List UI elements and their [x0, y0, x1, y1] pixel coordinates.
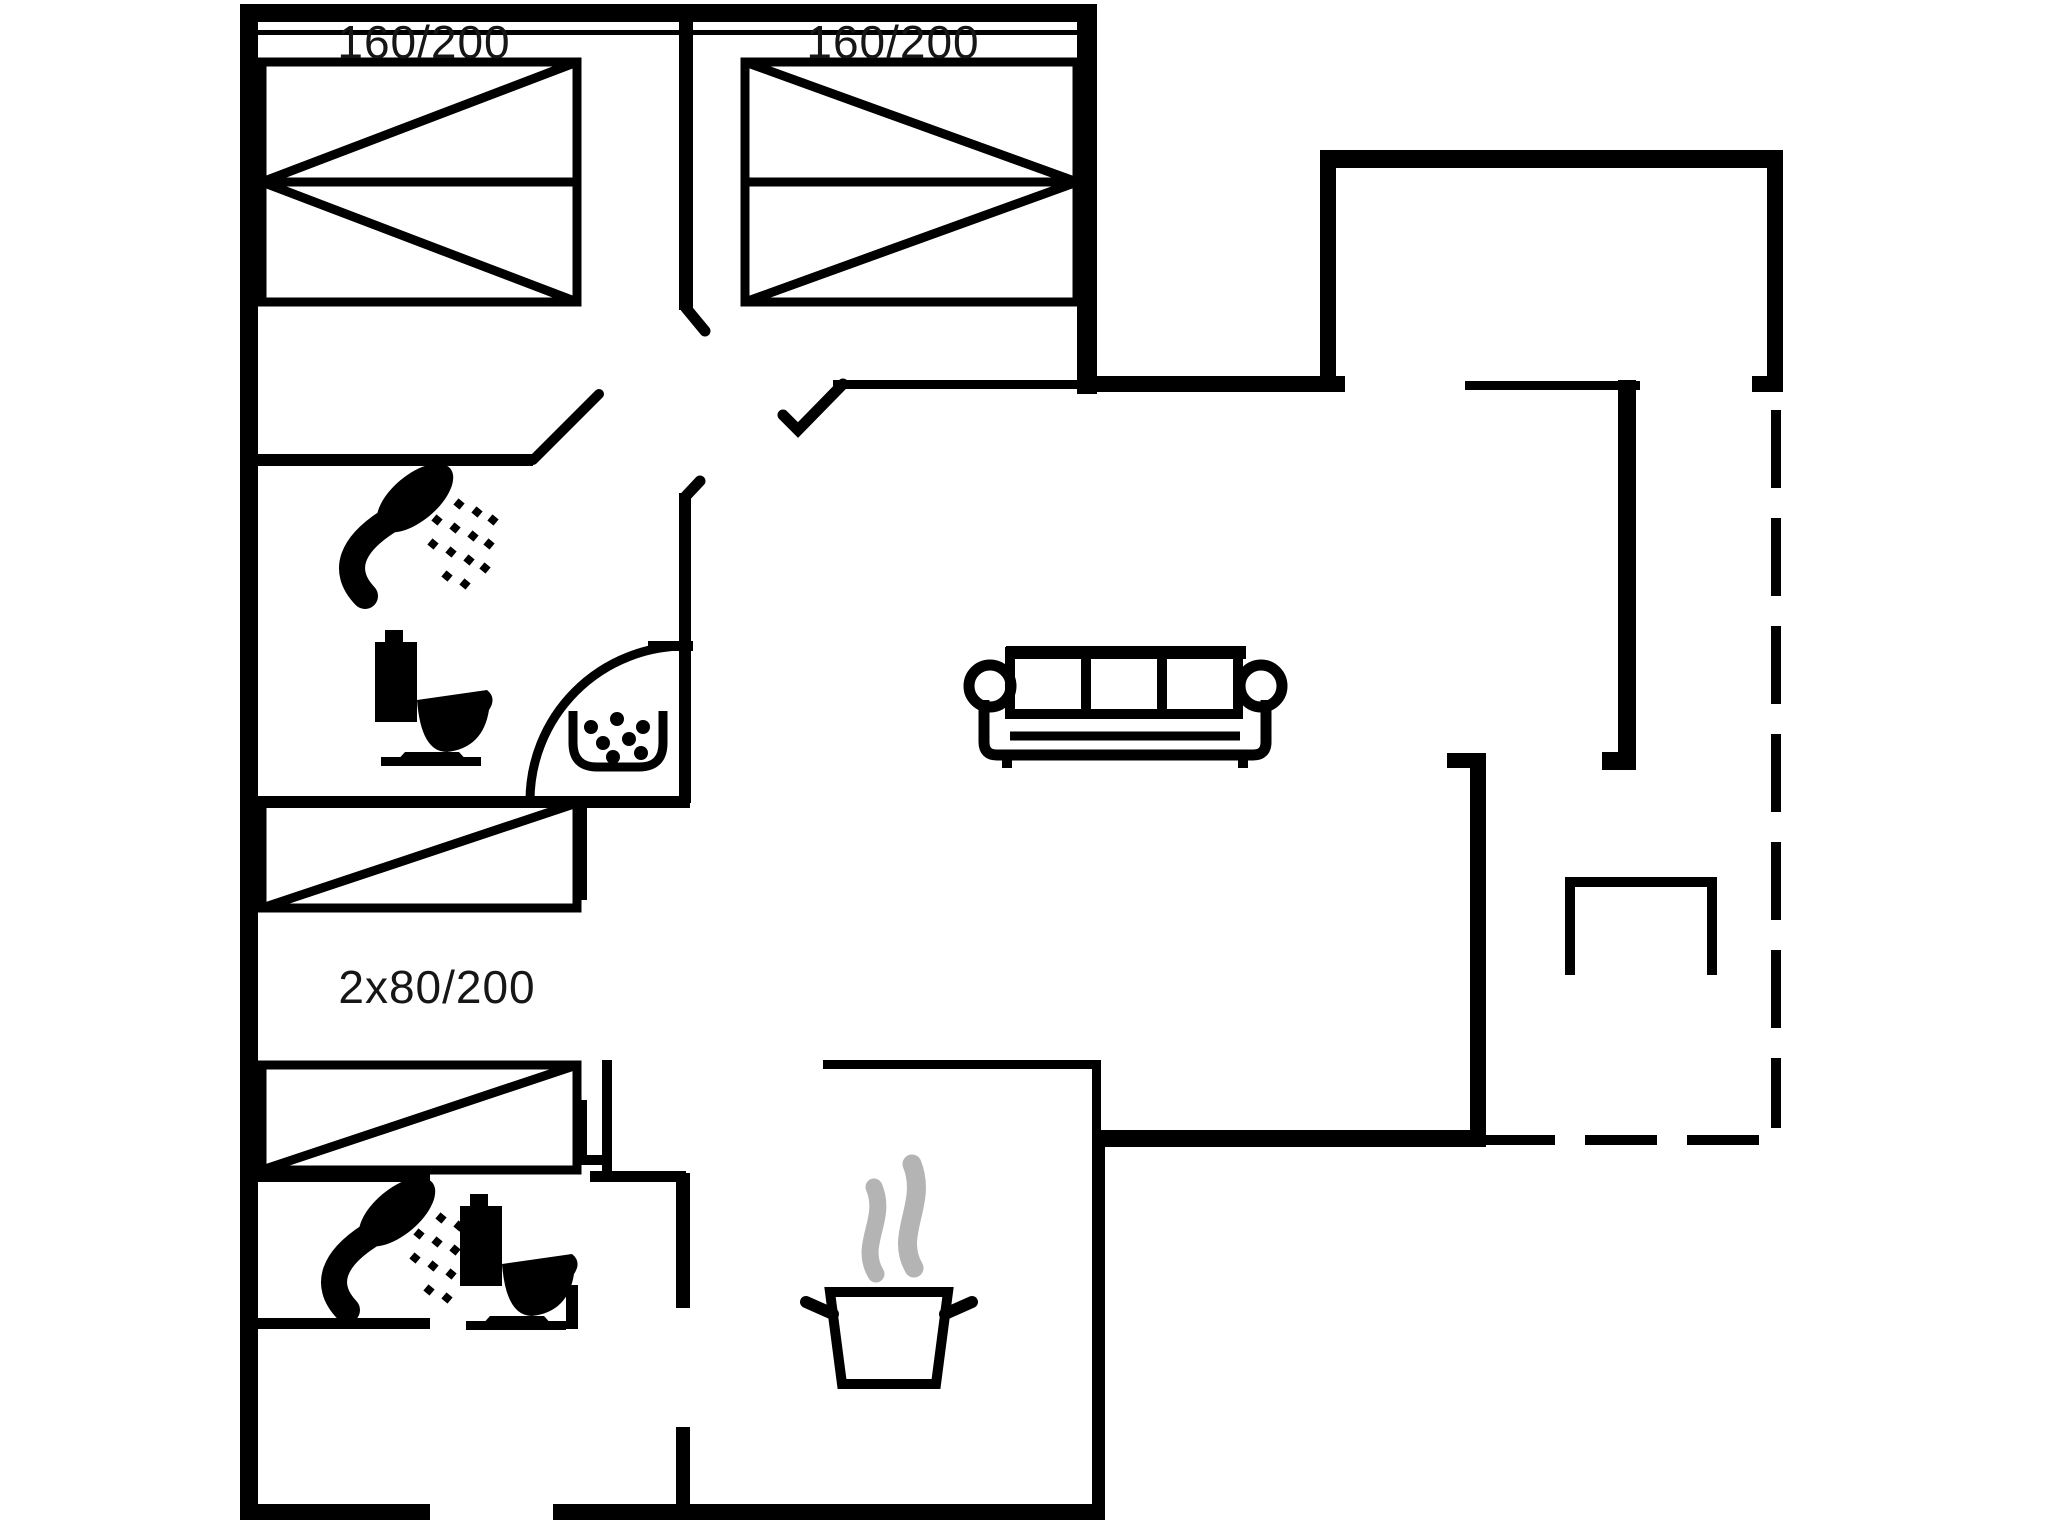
- wall-step-vert: [577, 1100, 587, 1160]
- wall-bedroom3-bottom-left: [258, 1171, 430, 1182]
- wall-wing-left: [1320, 150, 1336, 392]
- wall-interior-east: [1618, 380, 1636, 770]
- wall-kitchen-left-lower: [676, 1427, 690, 1507]
- wall-top-innerface-left: [258, 30, 679, 35]
- wall-left: [240, 4, 258, 1520]
- steam-wisp-left: [861, 1178, 887, 1283]
- pot-body: [824, 1287, 954, 1389]
- double-bed-1-symbol: [257, 57, 582, 307]
- wall-interior-mid: [1470, 753, 1486, 1147]
- beds: [257, 57, 1082, 1175]
- single-bed-lower-symbol: [257, 1060, 582, 1175]
- wall-top-innerface-right: [693, 30, 1077, 35]
- wall-wing-right-foot: [1752, 376, 1783, 392]
- shower-spray-dots: [409, 1204, 465, 1304]
- washbasin-dots: [584, 712, 650, 764]
- washbasin-icon: [568, 711, 668, 772]
- wall-bedroom-divider: [679, 20, 693, 310]
- single-bed-upper-symbol: [257, 798, 582, 913]
- wall-bottom-right: [553, 1504, 1105, 1520]
- pot-handle-right: [939, 1296, 978, 1320]
- wall-boundary-north: [1097, 376, 1345, 392]
- wall-interior-mid-foot: [1447, 753, 1486, 768]
- door-arc-bath1: [525, 641, 686, 802]
- door-tick-top: [680, 302, 711, 337]
- door-check-living: [777, 378, 849, 438]
- wall-interior-east-foot: [1602, 752, 1636, 770]
- bed-label-top-left: 160/200: [337, 16, 510, 68]
- wall-kitchen-left-upper: [676, 1173, 690, 1308]
- wall-thin-east: [1465, 381, 1640, 390]
- wall-kitchen-top: [823, 1060, 1100, 1069]
- shower-spray-dots: [427, 490, 499, 590]
- walls: [240, 4, 1783, 1520]
- wall-kitchen-right-lower: [1092, 1133, 1105, 1504]
- steam-wisp-right: [898, 1154, 926, 1278]
- double-bed-2-symbol: [740, 57, 1082, 307]
- bed-label-middle-left: 2x80/200: [338, 961, 535, 1013]
- wall-hall-lower: [602, 1060, 612, 1175]
- wall-top: [240, 4, 1092, 22]
- wall-kitchen-right-upper: [1092, 1060, 1101, 1138]
- terrace-dashed-boundary: [1483, 410, 1781, 1145]
- cooking-pot-icon: [800, 1154, 978, 1389]
- toilet-icon-upper: [375, 630, 493, 766]
- wall-wing-right: [1767, 150, 1783, 392]
- shower-icon-upper: [339, 463, 499, 609]
- wall-bottom-left: [240, 1504, 430, 1520]
- wall-bath1-top: [258, 454, 533, 466]
- wall-bedroom3-bottom-right: [590, 1171, 686, 1182]
- wall-bedroom2-right: [1077, 4, 1097, 394]
- wall-wing-top: [1320, 150, 1783, 168]
- sofa-icon: [963, 646, 1288, 768]
- pot-handle-left: [800, 1296, 839, 1320]
- bed-label-top-right: 160/200: [806, 16, 979, 68]
- wall-living-top: [833, 380, 1097, 389]
- wall-step-horiz: [577, 1155, 610, 1165]
- wall-bath2-stub: [566, 1285, 578, 1329]
- toilet-icon-lower: [460, 1194, 578, 1330]
- shower-icon-lower: [321, 1177, 465, 1323]
- door-leaf-bedroom1: [528, 389, 604, 465]
- table-icon: [1565, 877, 1717, 975]
- wall-boundary-south: [1092, 1130, 1483, 1147]
- wall-bath2-bottom: [258, 1318, 430, 1329]
